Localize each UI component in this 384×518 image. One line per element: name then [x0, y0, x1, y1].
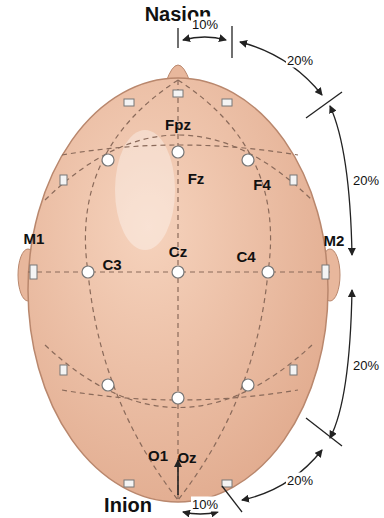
electrode-label: Cz [169, 244, 187, 259]
percent-label: 20% [352, 358, 380, 373]
percent-label: 10% [191, 17, 219, 32]
electrode-label: M1 [24, 231, 45, 246]
electrode-label: Oz [177, 450, 196, 465]
electrode-label: Fpz [165, 117, 191, 132]
percent-label: 20% [352, 173, 380, 188]
landmark-label: Inion [104, 495, 152, 515]
electrode-label: C3 [102, 257, 121, 272]
electrode-label: Fz [188, 171, 205, 186]
percent-label: 20% [286, 53, 314, 68]
electrode-label: M2 [324, 233, 345, 248]
electrode-label: F4 [253, 177, 271, 192]
percent-label: 20% [286, 473, 314, 488]
electrode-label: O1 [148, 448, 168, 463]
electrode-label: C4 [236, 249, 255, 264]
percent-label: 10% [191, 497, 219, 512]
